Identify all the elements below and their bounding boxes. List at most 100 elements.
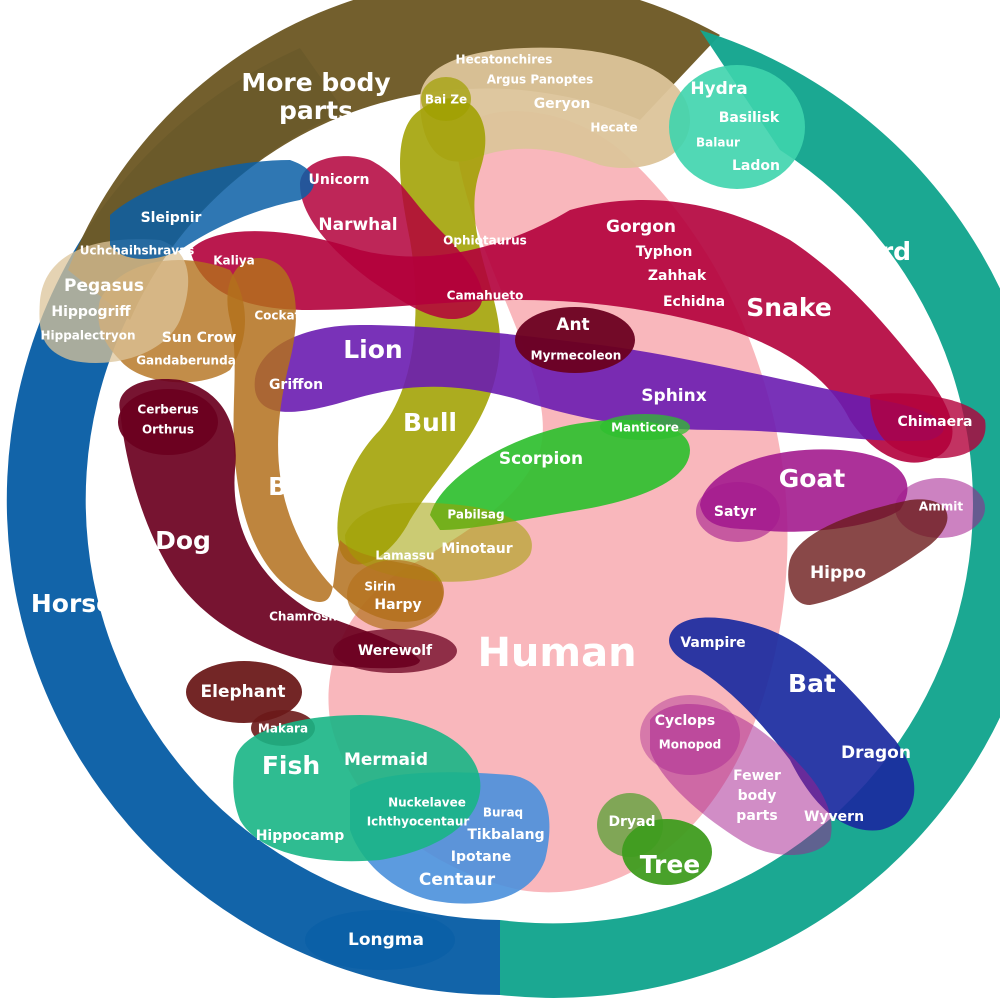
label-scorpion: Scorpion — [499, 449, 583, 469]
creature-balaur: Balaur — [696, 136, 740, 150]
creature-nuckelavee: Nuckelavee — [388, 796, 466, 810]
creature-lamassu: Lamassu — [375, 549, 434, 563]
creature-vampire: Vampire — [680, 635, 745, 651]
label-lizard: Lizard — [825, 237, 911, 266]
label-ant: Ant — [556, 315, 589, 335]
creature-mermaid: Mermaid — [344, 750, 428, 770]
creature-chimaera: Chimaera — [898, 414, 973, 430]
creature-manticore: Manticore — [611, 421, 679, 435]
creature-narwhal: Narwhal — [318, 215, 397, 235]
label-tree: Tree — [640, 850, 701, 879]
creature-sun-crow: Sun Crow — [162, 330, 237, 346]
label-fewer-1: Fewer — [733, 768, 781, 784]
creature-gandaberunda: Gandaberunda — [136, 354, 236, 368]
creature-sphinx: Sphinx — [641, 386, 706, 406]
werewolf-region — [333, 629, 457, 673]
pegasus-region — [39, 239, 189, 364]
dryad-region — [597, 793, 663, 857]
creature-hippogriff: Hippogriff — [51, 304, 131, 320]
creature-harpy: Harpy — [374, 597, 421, 613]
creature-dryad: Dryad — [608, 814, 655, 830]
creature-minotaur: Minotaur — [441, 541, 512, 557]
creature-griffon: Griffon — [269, 377, 323, 393]
label-bat: Bat — [788, 669, 836, 698]
label-more-body-parts-1: More body — [241, 68, 390, 97]
creature-geryon: Geryon — [534, 96, 591, 112]
dog-region — [119, 379, 421, 669]
creature-werewolf: Werewolf — [358, 643, 433, 659]
elephant-region — [186, 661, 302, 723]
sleipnir-region — [110, 160, 314, 260]
narwhal-region — [300, 156, 483, 320]
lion-region — [254, 325, 944, 442]
creature-sirin: Sirin — [364, 580, 395, 594]
creature-echidna: Echidna — [663, 294, 725, 310]
creature-kaliya: Kaliya — [213, 254, 255, 268]
label-elephant: Elephant — [201, 682, 286, 702]
label-dragon: Dragon — [841, 743, 911, 763]
label-fish: Fish — [262, 751, 320, 780]
creature-longma: Longma — [348, 930, 424, 950]
creature-chamrosh: Chamrosh — [269, 610, 337, 624]
label-horse: Horse — [31, 589, 113, 618]
chimaera-region — [870, 393, 986, 459]
fewer-body-parts-region — [650, 703, 832, 855]
creature-hippocamp: Hippocamp — [256, 828, 345, 844]
creature-pabilsag: Pabilsag — [447, 508, 504, 522]
creature-cockatrice: Cockatrice — [254, 309, 325, 323]
creature-ichthyocentaur: Ichthyocentaur — [367, 815, 470, 829]
creature-zahhak: Zahhak — [648, 268, 707, 284]
bird-region — [227, 258, 444, 622]
label-bird: Bird — [268, 472, 326, 501]
cerberus-region — [118, 389, 218, 455]
fish-region — [233, 715, 481, 862]
bat-region — [669, 617, 915, 831]
bai-ze-region — [421, 77, 471, 121]
label-goat: Goat — [779, 464, 846, 493]
creature-wyvern: Wyvern — [804, 809, 864, 825]
creature-buraq: Buraq — [483, 806, 523, 820]
creature-ladon: Ladon — [732, 158, 780, 174]
creature-gorgon: Gorgon — [606, 217, 676, 237]
label-more-body-parts-2: parts — [279, 96, 353, 125]
ant-region — [515, 307, 635, 373]
creature-hecate: Hecate — [590, 121, 637, 135]
creature-ipotane: Ipotane — [451, 849, 511, 865]
creature-myrmecoleon: Myrmecoleon — [531, 349, 622, 363]
hecate-region — [420, 47, 690, 168]
creature-cerberus: Cerberus — [137, 403, 198, 417]
satyr-region — [696, 482, 780, 542]
creature-sleipnir: Sleipnir — [141, 210, 202, 226]
scorpion-region — [430, 419, 690, 530]
hippo-region — [788, 499, 948, 605]
creature-typhon: Typhon — [636, 244, 693, 260]
label-fewer-3: parts — [736, 808, 777, 824]
creature-uchchaihshravas: Uchchaihshravas — [80, 244, 195, 258]
harpy-region — [347, 560, 443, 630]
creature-centaur: Centaur — [419, 870, 496, 890]
longma-region — [305, 910, 455, 970]
creature-bai-ze: Bai Ze — [425, 93, 467, 107]
creature-satyr: Satyr — [714, 504, 756, 520]
creature-hydra: Hydra — [690, 79, 747, 99]
creature-makara: Makara — [258, 722, 308, 736]
label-human: Human — [477, 630, 636, 676]
creature-orthrus: Orthrus — [142, 423, 194, 437]
creature-cyclops: Cyclops — [655, 713, 715, 729]
creature-ophiotaurus: Ophiotaurus — [443, 234, 527, 248]
hydra-region — [669, 65, 805, 189]
creature-hecatonchires: Hecatonchires — [456, 53, 553, 67]
label-hippo: Hippo — [810, 563, 866, 583]
creature-unicorn: Unicorn — [309, 172, 370, 188]
label-bull: Bull — [403, 408, 457, 437]
manticore-region — [600, 414, 690, 440]
creature-camahueto: Camahueto — [447, 289, 524, 303]
creature-hippalectryon: Hippalectryon — [40, 329, 135, 343]
label-fewer-2: body — [738, 788, 777, 804]
creature-pegasus: Pegasus — [64, 276, 144, 296]
creature-argus-panoptes: Argus Panoptes — [487, 73, 594, 87]
creature-tikbalang: Tikbalang — [467, 827, 544, 843]
label-dog: Dog — [155, 526, 211, 555]
